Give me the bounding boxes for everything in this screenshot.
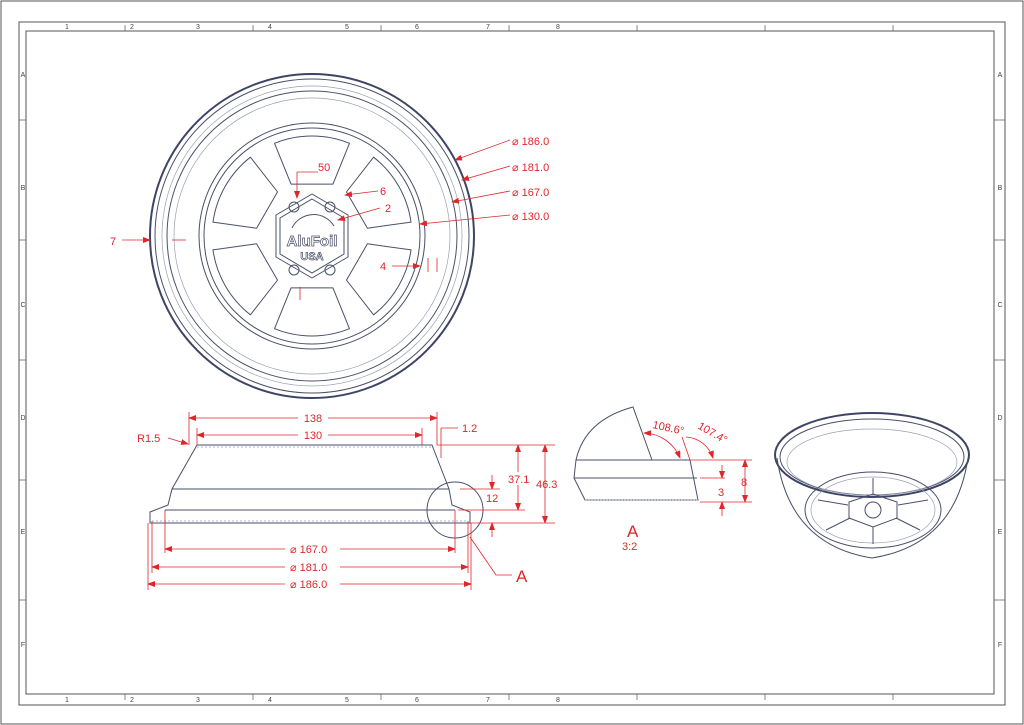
detail-angle-107-4: 107.4° xyxy=(696,420,730,446)
zone-column-label: 6 xyxy=(415,697,419,704)
dim-radius-1-5: R1.5 xyxy=(137,433,160,445)
dim-width-130: 130 xyxy=(304,430,322,442)
detail-a-view: 108.6° 107.4° 8 3 A 3:2 xyxy=(573,406,752,553)
zone-column-label: 5 xyxy=(345,24,349,31)
zone-column-label: 7 xyxy=(486,24,490,31)
zone-row-label: E xyxy=(21,529,26,536)
logo-text: AluFoil xyxy=(287,233,338,250)
zone-row-label: F xyxy=(21,642,25,649)
zone-row-label: B xyxy=(998,185,1003,192)
spoke-window xyxy=(212,156,279,229)
inner-frame xyxy=(25,30,995,695)
dim-7: 7 xyxy=(110,236,116,248)
detail-label: A xyxy=(627,522,639,541)
zone-row-label: D xyxy=(997,415,1002,422)
zone-column-label: 3 xyxy=(196,697,200,704)
logo-subtext: USA xyxy=(300,251,323,263)
zone-column-label: 5 xyxy=(345,697,349,704)
zone-column-label: 3 xyxy=(196,24,200,31)
detail-callout-a: A xyxy=(516,567,528,586)
zone-row-label: A xyxy=(998,72,1003,79)
dim-height-46-3: 46.3 xyxy=(536,479,557,491)
outer-frame xyxy=(18,21,1006,706)
dim-height-37-1: 37.1 xyxy=(508,474,529,486)
spoke-window xyxy=(345,156,412,229)
dim-height-12: 12 xyxy=(486,493,498,505)
zone-column-label: 4 xyxy=(268,24,272,31)
zone-column-label: 1 xyxy=(65,24,69,31)
dim-diameter-186: ⌀ 186.0 xyxy=(512,136,549,148)
dim-diameter-181: ⌀ 181.0 xyxy=(512,162,549,174)
side-view-dimensions: 138 130 R1.5 1.2 46.3 37.1 12 ⌀ 167.0 ⌀ … xyxy=(137,411,557,591)
dim-diameter-186-side: ⌀ 186.0 xyxy=(290,579,327,591)
zone-row-label: D xyxy=(20,415,25,422)
detail-dim-3: 3 xyxy=(718,487,724,499)
zone-column-label: 2 xyxy=(130,24,134,31)
zone-column-label: 2 xyxy=(130,697,134,704)
zone-row-label: E xyxy=(998,529,1003,536)
top-view-dimensions: ⌀ 186.0 ⌀ 181.0 ⌀ 167.0 ⌀ 130.0 50 6 2 4… xyxy=(110,136,549,300)
spoke-window xyxy=(274,287,350,337)
zone-column-label: 7 xyxy=(486,697,490,704)
detail-angle-108-6: 108.6° xyxy=(651,419,685,437)
dim-diameter-167: ⌀ 167.0 xyxy=(512,187,549,199)
dim-diameter-167-side: ⌀ 167.0 xyxy=(290,544,327,556)
dim-diameter-130: ⌀ 130.0 xyxy=(512,211,549,223)
spoke-window xyxy=(212,243,279,316)
side-view xyxy=(149,444,484,539)
zone-column-label: 8 xyxy=(556,697,560,704)
dim-50: 50 xyxy=(318,162,330,174)
dim-4: 4 xyxy=(380,261,386,273)
dim-diameter-181-side: ⌀ 181.0 xyxy=(290,562,327,574)
dim-width-138: 138 xyxy=(304,413,322,425)
zone-column-label: 4 xyxy=(268,697,272,704)
zone-row-label: F xyxy=(998,642,1002,649)
detail-scale: 3:2 xyxy=(622,541,637,553)
zone-column-label: 8 xyxy=(556,24,560,31)
zone-row-label: C xyxy=(20,302,25,309)
zone-row-label: B xyxy=(21,185,26,192)
spoke-window xyxy=(274,135,350,185)
spoke-window xyxy=(345,243,412,316)
detail-dim-8: 8 xyxy=(741,477,747,489)
zone-row-label: C xyxy=(997,302,1002,309)
zone-column-label: 6 xyxy=(415,24,419,31)
isometric-view xyxy=(774,412,970,559)
zone-column-label: 1 xyxy=(65,697,69,704)
top-view: AluFoil USA xyxy=(149,73,475,399)
dim-thickness-1-2: 1.2 xyxy=(462,423,477,435)
dim-6: 6 xyxy=(380,186,386,198)
zone-row-label: A xyxy=(21,72,26,79)
dim-2: 2 xyxy=(385,203,391,215)
